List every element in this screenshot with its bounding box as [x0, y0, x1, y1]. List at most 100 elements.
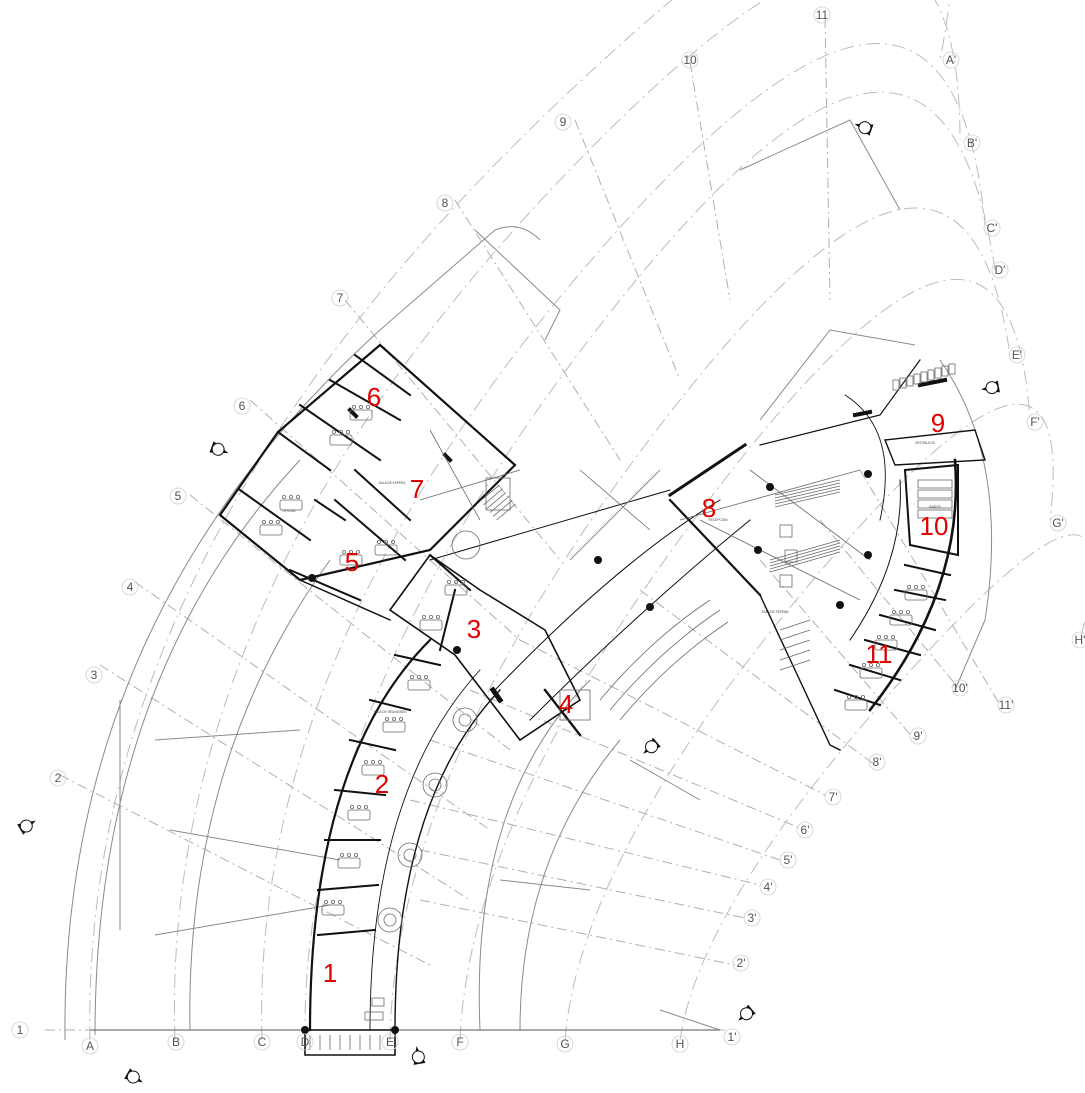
grid-line-10 [689, 61, 731, 301]
grid-label-D-prime-bubble [991, 261, 1009, 279]
table-room-11a [904, 589, 928, 601]
chair-room-5a-2 [295, 494, 300, 499]
chair-room-2e-2 [423, 675, 428, 680]
site-line-1 [154, 904, 331, 936]
room-9-desk-3 [913, 373, 921, 385]
column-5 [864, 470, 872, 478]
corridor-mid-wall [369, 669, 481, 1031]
east-partition-2 [893, 588, 947, 602]
grid-arc-F [459, 278, 1031, 1041]
grid-label-8: 8 [442, 196, 449, 210]
east-partition-4 [863, 638, 922, 657]
stair-7-step-3 [489, 496, 510, 513]
tree-3 [397, 842, 423, 868]
east-stair-1-4 [769, 551, 841, 573]
grid-label-9-prime: 9' [914, 729, 923, 743]
wall-d [328, 378, 402, 422]
grid-label-F-bubble [451, 1033, 469, 1051]
table-room-2a [337, 857, 361, 869]
tree-core-2 [428, 778, 442, 792]
chair-room-11d-0 [862, 663, 867, 668]
room-9-desk-8 [948, 363, 956, 375]
chair-room-1-0 [323, 900, 328, 905]
corridor-partition-7 [393, 653, 442, 667]
grid-label-6-prime-bubble [796, 821, 814, 839]
table-room-3a [419, 619, 443, 631]
grid-arc-C [261, 43, 986, 1041]
furniture [259, 363, 956, 1050]
chair-room-2a-0 [339, 853, 344, 858]
label-sala-espera_1: SALA DE ESPERA [378, 481, 406, 485]
building-outline [64, 119, 993, 1041]
grid-label-G-prime: G' [1052, 516, 1064, 530]
chair-room-2e-0 [409, 675, 414, 680]
grid-label-9-prime-bubble [909, 727, 927, 745]
room-number-9: 9 [931, 408, 945, 438]
east-curved-wall [868, 458, 958, 712]
table-room-11d [859, 667, 883, 679]
table-room-11e [844, 699, 868, 711]
building-walls [218, 343, 986, 1056]
east-inner-curve [849, 479, 901, 641]
grid-label-11-prime: 11' [999, 698, 1014, 712]
chair-room-2a-2 [353, 853, 358, 858]
grid-line-11 [824, 17, 831, 301]
east-north-wall [759, 359, 921, 446]
grid-line-7 [344, 299, 561, 561]
grid-label-5-prime: 5' [784, 853, 793, 867]
wall-j [299, 579, 391, 621]
wall-m [543, 688, 582, 737]
wall-h [353, 468, 412, 522]
grid-label-10-prime-bubble [951, 679, 969, 697]
grid-label-1-prime: 1' [728, 1030, 737, 1044]
stair-7-step-0 [480, 484, 500, 502]
bridge-arc-south-2 [529, 519, 751, 721]
bridge-diag-2 [569, 469, 661, 561]
grid-label-B-prime: B' [967, 136, 977, 150]
grid-label-F-prime-bubble [1026, 413, 1044, 431]
grid-label-2-prime: 2' [737, 956, 746, 970]
bridge-stair-arc-3 [619, 621, 729, 721]
grid-line-5 [189, 494, 511, 751]
chair-room-2b-2 [363, 805, 368, 810]
site-line-6 [629, 759, 701, 801]
wall-c [298, 403, 382, 462]
table-room-5d [374, 544, 398, 556]
section-circle-8 [126, 1070, 140, 1084]
entry-stair-block [304, 1029, 396, 1056]
open-area-line-1 [419, 469, 521, 501]
room-10-stall-1 [917, 489, 953, 499]
chair-room-11b-2 [906, 610, 911, 615]
chair-room-3b-0 [446, 580, 451, 585]
grid-arc-H [679, 534, 1085, 1041]
grid-label-H-prime: H' [1075, 633, 1085, 647]
table-room-6b [349, 409, 373, 421]
grid-label-5-bubble [169, 487, 187, 505]
chair-room-2c-1 [370, 760, 375, 765]
grid-label-4: 4 [127, 580, 134, 594]
east-curve-outline [939, 359, 993, 691]
grid-label-H-prime-bubble [1071, 631, 1085, 649]
section-marker-2 [209, 441, 229, 456]
grid-label-E-prime: E' [1012, 348, 1022, 362]
grid-label-F: F [456, 1035, 463, 1049]
east-wing-roof [759, 329, 916, 421]
grid-label-6-prime: 6' [801, 823, 810, 837]
columns [301, 470, 872, 1034]
room-10-stall-2 [917, 499, 953, 509]
table-room-2d [382, 721, 406, 733]
grid-label-D: D [301, 1035, 310, 1049]
chair-room-11d-2 [876, 663, 881, 668]
grid-label-10-bubble [681, 51, 699, 69]
grid-label-4-bubble [121, 578, 139, 596]
wall-k [428, 553, 472, 592]
tree-core-3 [403, 848, 417, 862]
grid-label-11-bubble [813, 6, 831, 24]
label-recepcion: RECEPCION [709, 518, 729, 522]
grid-label-C-prime-bubble [983, 219, 1001, 237]
chair-room-5a-1 [288, 494, 293, 499]
grid-label-7-prime: 7' [829, 790, 838, 804]
open-area-line-2 [429, 429, 481, 521]
column-4 [766, 483, 774, 491]
